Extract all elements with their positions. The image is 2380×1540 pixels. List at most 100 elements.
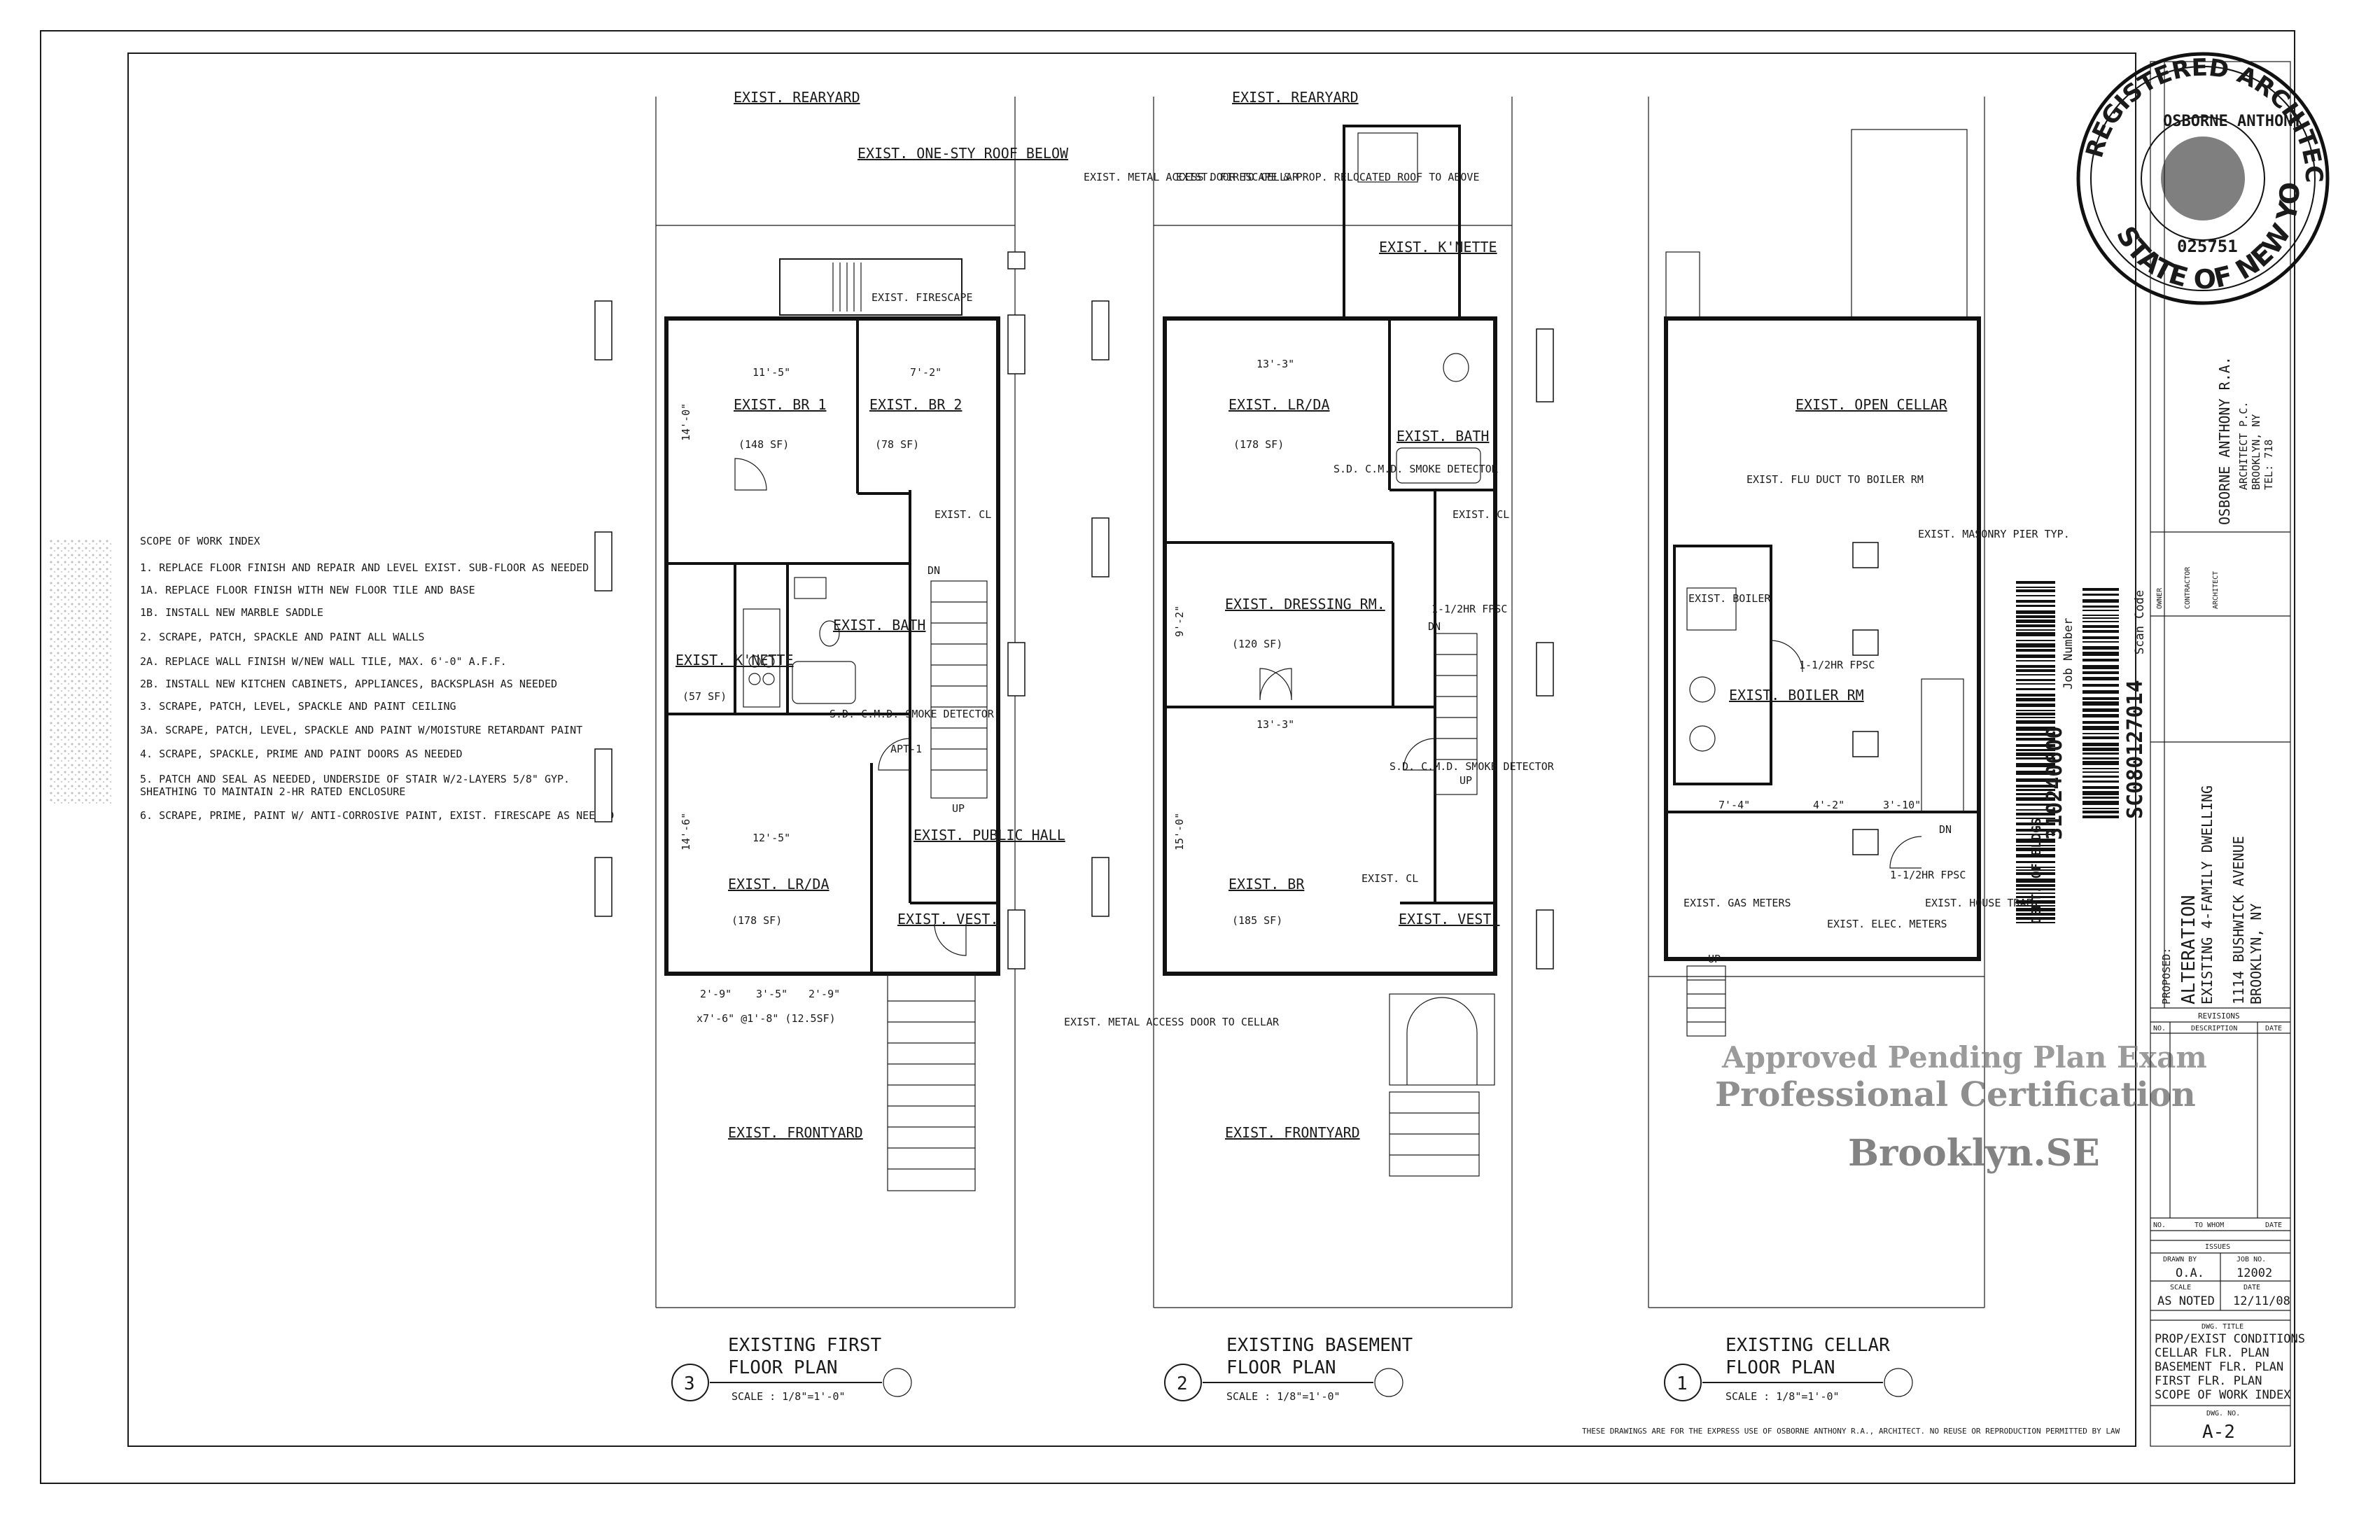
- window-note: x7'-6" @1'-8" (12.5SF): [696, 1012, 836, 1025]
- lrda-area: (178 SF): [732, 914, 782, 927]
- barcode-bar: [2016, 698, 2055, 701]
- architect-seal: REGISTERED ARCHITECT STATE OF NEW YORK O…: [0, 0, 2330, 305]
- barcode-job-number: 310240600: [2043, 726, 2067, 840]
- keynote-tags: [594, 251, 1026, 969]
- dwg-title-label: DWG. TITLE: [2202, 1323, 2244, 1331]
- dim-label: 7'-2": [910, 366, 941, 379]
- barcode-bar: [2016, 749, 2055, 751]
- scope-item: 2A. REPLACE WALL FINISH W/NEW WALL TILE,…: [140, 655, 507, 668]
- barcode-bar: [2082, 808, 2119, 809]
- barcode-bar: [2082, 811, 2119, 813]
- fpsc-label: 1-1/2HR FPSC: [1890, 869, 1966, 881]
- barcode-bar: [2016, 763, 2055, 767]
- barcode-bar: [2016, 905, 2055, 906]
- dim-label: 14'-6": [680, 813, 692, 850]
- barcode-bar: [2016, 694, 2055, 696]
- barcode-bar: [2082, 636, 2119, 639]
- architect-name: OSBORNE ANTHONY R.A.: [2216, 356, 2233, 525]
- scope-item: 3A. SCRAPE, PATCH, LEVEL, SPACKLE AND PA…: [140, 724, 582, 736]
- plan-scale: SCALE : 1/8"=1'-0": [1726, 1390, 1840, 1403]
- barcode-bar: [2082, 641, 2119, 643]
- rearyard-label: EXIST. REARYARD: [1232, 89, 1359, 106]
- north-arrow-icon: [883, 1368, 912, 1397]
- barcode-bar: [2082, 630, 2119, 633]
- barcode-bar: [2016, 778, 2055, 782]
- boiler-label: EXIST. BOILER: [1688, 592, 1771, 605]
- project-line: ALTERATION: [2178, 895, 2199, 1004]
- dwg-title: BASEMENT FLR. PLAN: [2155, 1360, 2283, 1374]
- barcode-bar: [2016, 733, 2055, 736]
- br1-area: (148 SF): [738, 438, 789, 451]
- br1-label: EXIST. BR 1: [734, 396, 826, 413]
- knette-area: (57 SF): [682, 690, 727, 703]
- frontyard-label: EXIST. FRONTYARD: [728, 1124, 863, 1141]
- barcode-bar: [2016, 610, 2055, 614]
- issue-col: DATE: [2265, 1222, 2282, 1229]
- date-label: DATE: [2244, 1284, 2260, 1292]
- barcode-bar: [2016, 771, 2055, 775]
- up-label: UP: [952, 802, 965, 815]
- barcode-bar: [2082, 816, 2119, 818]
- basement-floor-plan: EXIST. REARYARD EXIST. METAL ACCESS DOOR…: [1064, 89, 1555, 1403]
- barcode-bar: [2016, 632, 2055, 636]
- plan-title: EXISTING BASEMENT: [1226, 1335, 1413, 1356]
- barcode-bar: [2016, 752, 2055, 756]
- barcode-bar: [2082, 646, 2119, 650]
- plan-number: 1: [1676, 1373, 1688, 1394]
- barcode-bar: [2082, 606, 2119, 608]
- lrda-label: EXIST. LR/DA: [1228, 396, 1330, 413]
- barcode-bar: [2082, 708, 2119, 712]
- dim-label: 13'-3": [1256, 358, 1294, 370]
- keynote-tags: [1091, 300, 1554, 969]
- barcode-bar: [2016, 789, 2055, 791]
- barcode-bar: [2016, 829, 2055, 832]
- stamp-line: Approved Pending Plan Exam: [1721, 1040, 2207, 1074]
- closet-label: EXIST. CL: [1362, 872, 1418, 885]
- br-area: (185 SF): [1232, 914, 1282, 927]
- knette-label: EXIST. K'NETTE: [676, 652, 794, 668]
- barcode-bar: [2016, 900, 2055, 904]
- barcode-bar: [2016, 624, 2055, 627]
- architect-label: ARCHITECT: [2212, 571, 2220, 609]
- smoke-label: S.D. C.M.D. SMOKE DETECTOR: [1390, 760, 1555, 773]
- barcode-bar: [2016, 640, 2055, 641]
- barcode-bar: [2016, 867, 2055, 868]
- elec-meters-label: EXIST. ELEC. METERS: [1827, 918, 1947, 930]
- dn-label: DN: [1939, 823, 1952, 836]
- issue-col: NO.: [2153, 1222, 2166, 1229]
- br2-label: EXIST. BR 2: [869, 396, 962, 413]
- barcode-bar: [2082, 621, 2119, 622]
- dim-label: 15'-0": [1173, 813, 1186, 850]
- firescape-label: EXIST. FIRESCAPE: [872, 291, 973, 304]
- barcode-bar: [2016, 744, 2055, 747]
- closet-label: EXIST. CL: [934, 508, 991, 521]
- scale-label: SCALE: [2170, 1284, 2191, 1292]
- cellar-floor-plan: EXIST. OPEN CELLAR EXIST. FLU DUCT TO BO…: [1648, 97, 2070, 1403]
- barcode-bar: [2016, 669, 2055, 672]
- barcode-bar: [2016, 854, 2055, 858]
- barcode-bar: [2016, 872, 2055, 875]
- first-floor-walls: [664, 316, 1000, 976]
- project-line: 1114 BUSHWICK AVENUE: [2230, 836, 2247, 1004]
- barcode-bar: [2016, 738, 2055, 741]
- smoke-label: S.D. C.M.D. SMOKE DETECTOR: [1334, 463, 1499, 475]
- barcode-bar: [2016, 896, 2055, 898]
- scale-value: AS NOTED: [2157, 1294, 2215, 1308]
- date-value: 12/11/08: [2233, 1294, 2290, 1308]
- barcode-bar: [2082, 684, 2119, 687]
- br-label: EXIST. BR: [1228, 876, 1305, 892]
- barcode-bar: [2082, 736, 2119, 739]
- plan-number: 2: [1177, 1373, 1188, 1394]
- barcode-bar: [2082, 659, 2119, 662]
- barcode-bar: [2016, 845, 2055, 846]
- scope-item: 6. SCRAPE, PRIME, PAINT W/ ANTI-CORROSIV…: [140, 809, 614, 822]
- barcode-bar: [2016, 615, 2055, 618]
- window-dim: 3'-5": [756, 988, 788, 1000]
- barcode-bar: [2016, 878, 2055, 883]
- dim-label: 12'-5": [752, 832, 790, 844]
- barcode-bar: [2016, 595, 2055, 596]
- first-floor-plan: EXIST. REARYARD EXIST. ONE-STY ROOF BELO…: [594, 89, 1069, 1403]
- scope-title: SCOPE OF WORK INDEX: [140, 535, 260, 547]
- dim-label: 3'-10": [1883, 799, 1921, 811]
- up-label: UP: [1460, 774, 1472, 787]
